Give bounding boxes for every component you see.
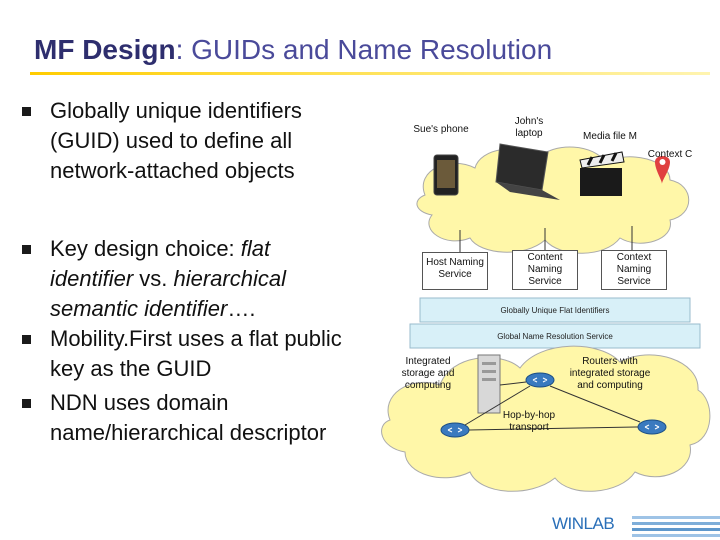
laptop-icon: [495, 143, 549, 191]
router-icon: [525, 372, 555, 388]
box-line: Host Naming: [426, 257, 484, 268]
guid-bar: [419, 297, 691, 323]
sues-phone-label: Sue's phone: [413, 124, 469, 135]
bullet-line: identifier vs. hierarchical: [50, 266, 286, 291]
winlab-logo: WINLAB: [552, 514, 615, 533]
box-line: Service: [617, 276, 651, 287]
title-rest: : GUIDs and Name Resolution: [175, 34, 553, 65]
guid-bar-label: Globally Unique Flat Identifiers: [500, 306, 610, 315]
box-line: Context: [616, 252, 652, 263]
integrated-storage-label: Integrated storage and computing: [392, 356, 464, 392]
label-line: Integrated: [405, 356, 451, 367]
label-line: storage and: [401, 368, 455, 379]
bullet-line: Key design choice: flat: [50, 236, 271, 261]
box-line: Naming: [527, 264, 563, 275]
gnrs-bar: [409, 323, 701, 349]
content-naming-service-box: Content Naming Service: [512, 250, 578, 290]
diagram-graphics: [381, 143, 711, 492]
label-line: transport: [509, 422, 549, 433]
bullet-text: Globally unique identifiers (GUID) used …: [50, 96, 380, 186]
title-underline: [30, 72, 710, 75]
server-icon: [477, 354, 501, 414]
context-naming-service-box: Context Naming Service: [601, 250, 667, 290]
label-line: Routers with: [582, 356, 638, 367]
bullet-line: Mobility.First uses a flat public: [50, 326, 342, 351]
clapperboard-icon: [579, 151, 625, 196]
label-line: laptop: [515, 128, 543, 139]
label-line: and computing: [577, 380, 643, 391]
label-line: John's: [514, 116, 544, 127]
routers-label: Routers with integrated storage and comp…: [558, 356, 662, 392]
location-pin-icon: [655, 156, 670, 184]
gnrs-bar-label: Global Name Resolution Service: [497, 332, 613, 341]
johns-laptop-label: John's laptop: [504, 116, 554, 140]
context-label: Context C: [647, 149, 693, 160]
hop-by-hop-label: Hop-by-hop transport: [494, 410, 564, 434]
bullet-line: Globally unique identifiers: [50, 98, 302, 123]
bullet-line: key as the GUID: [50, 356, 212, 381]
box-line: Content: [527, 252, 563, 263]
bullet-square-icon: [22, 399, 31, 408]
bullet-line: NDN uses domain: [50, 390, 229, 415]
bullet-text: Mobility.First uses a flat public key as…: [50, 324, 380, 384]
box-line: Service: [528, 276, 562, 287]
bullet-square-icon: [22, 335, 31, 344]
router-icon: [440, 422, 470, 438]
architecture-diagram: Sue's phone John's laptop Media file M C…: [370, 100, 720, 540]
label-line: integrated storage: [569, 368, 651, 379]
bullet-square-icon: [22, 107, 31, 116]
bullet-line: name/hierarchical descriptor: [50, 420, 327, 445]
bullet-text: NDN uses domain name/hierarchical descri…: [50, 388, 380, 448]
bullet-square-icon: [22, 245, 31, 254]
slide-title: MF Design: GUIDs and Name Resolution: [34, 34, 552, 66]
label-line: Hop-by-hop: [502, 410, 556, 421]
label-line: computing: [404, 380, 452, 391]
bullet-line: network-attached objects: [50, 158, 295, 183]
bullet-line: semantic identifier….: [50, 296, 256, 321]
bullet-line: (GUID) used to define all: [50, 128, 293, 153]
media-file-label: Media file M: [583, 131, 637, 142]
box-line: Service: [438, 269, 472, 280]
bullet-text: Key design choice: flat identifier vs. h…: [50, 234, 380, 324]
winlab-logo-bars: [632, 516, 720, 537]
box-line: Naming: [616, 264, 652, 275]
title-bold: MF Design: [34, 34, 176, 65]
router-icon: [637, 419, 667, 435]
host-naming-service-box: Host Naming Service: [422, 252, 488, 290]
